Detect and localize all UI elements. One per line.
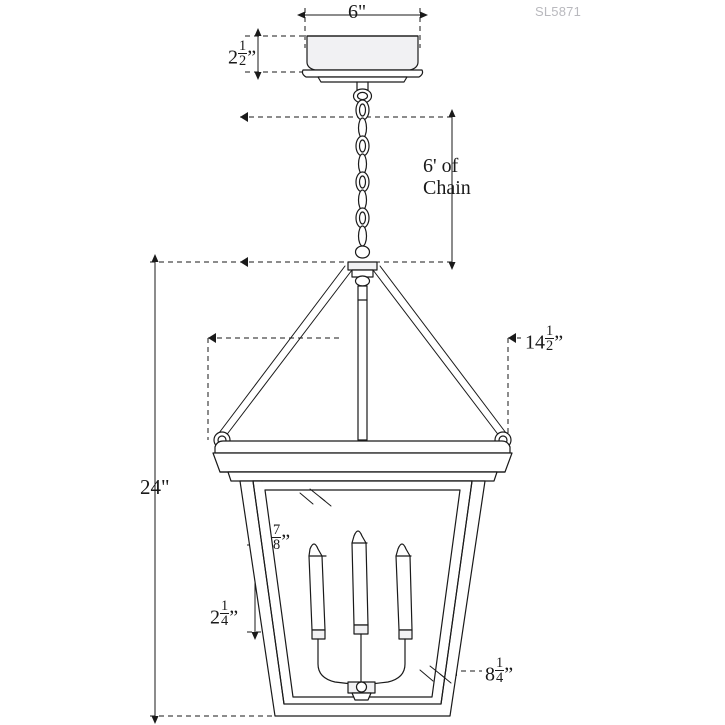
product-code: SL5871 (535, 4, 582, 19)
dimension-chain-length: 6' of Chain (423, 155, 471, 200)
candles (308, 530, 413, 640)
dimension-overall-height: 24" (140, 475, 170, 499)
support-chains (218, 265, 507, 438)
chain (355, 99, 370, 247)
fixture-drawing (212, 35, 513, 717)
dimension-width-canopy: 6" (348, 1, 367, 23)
